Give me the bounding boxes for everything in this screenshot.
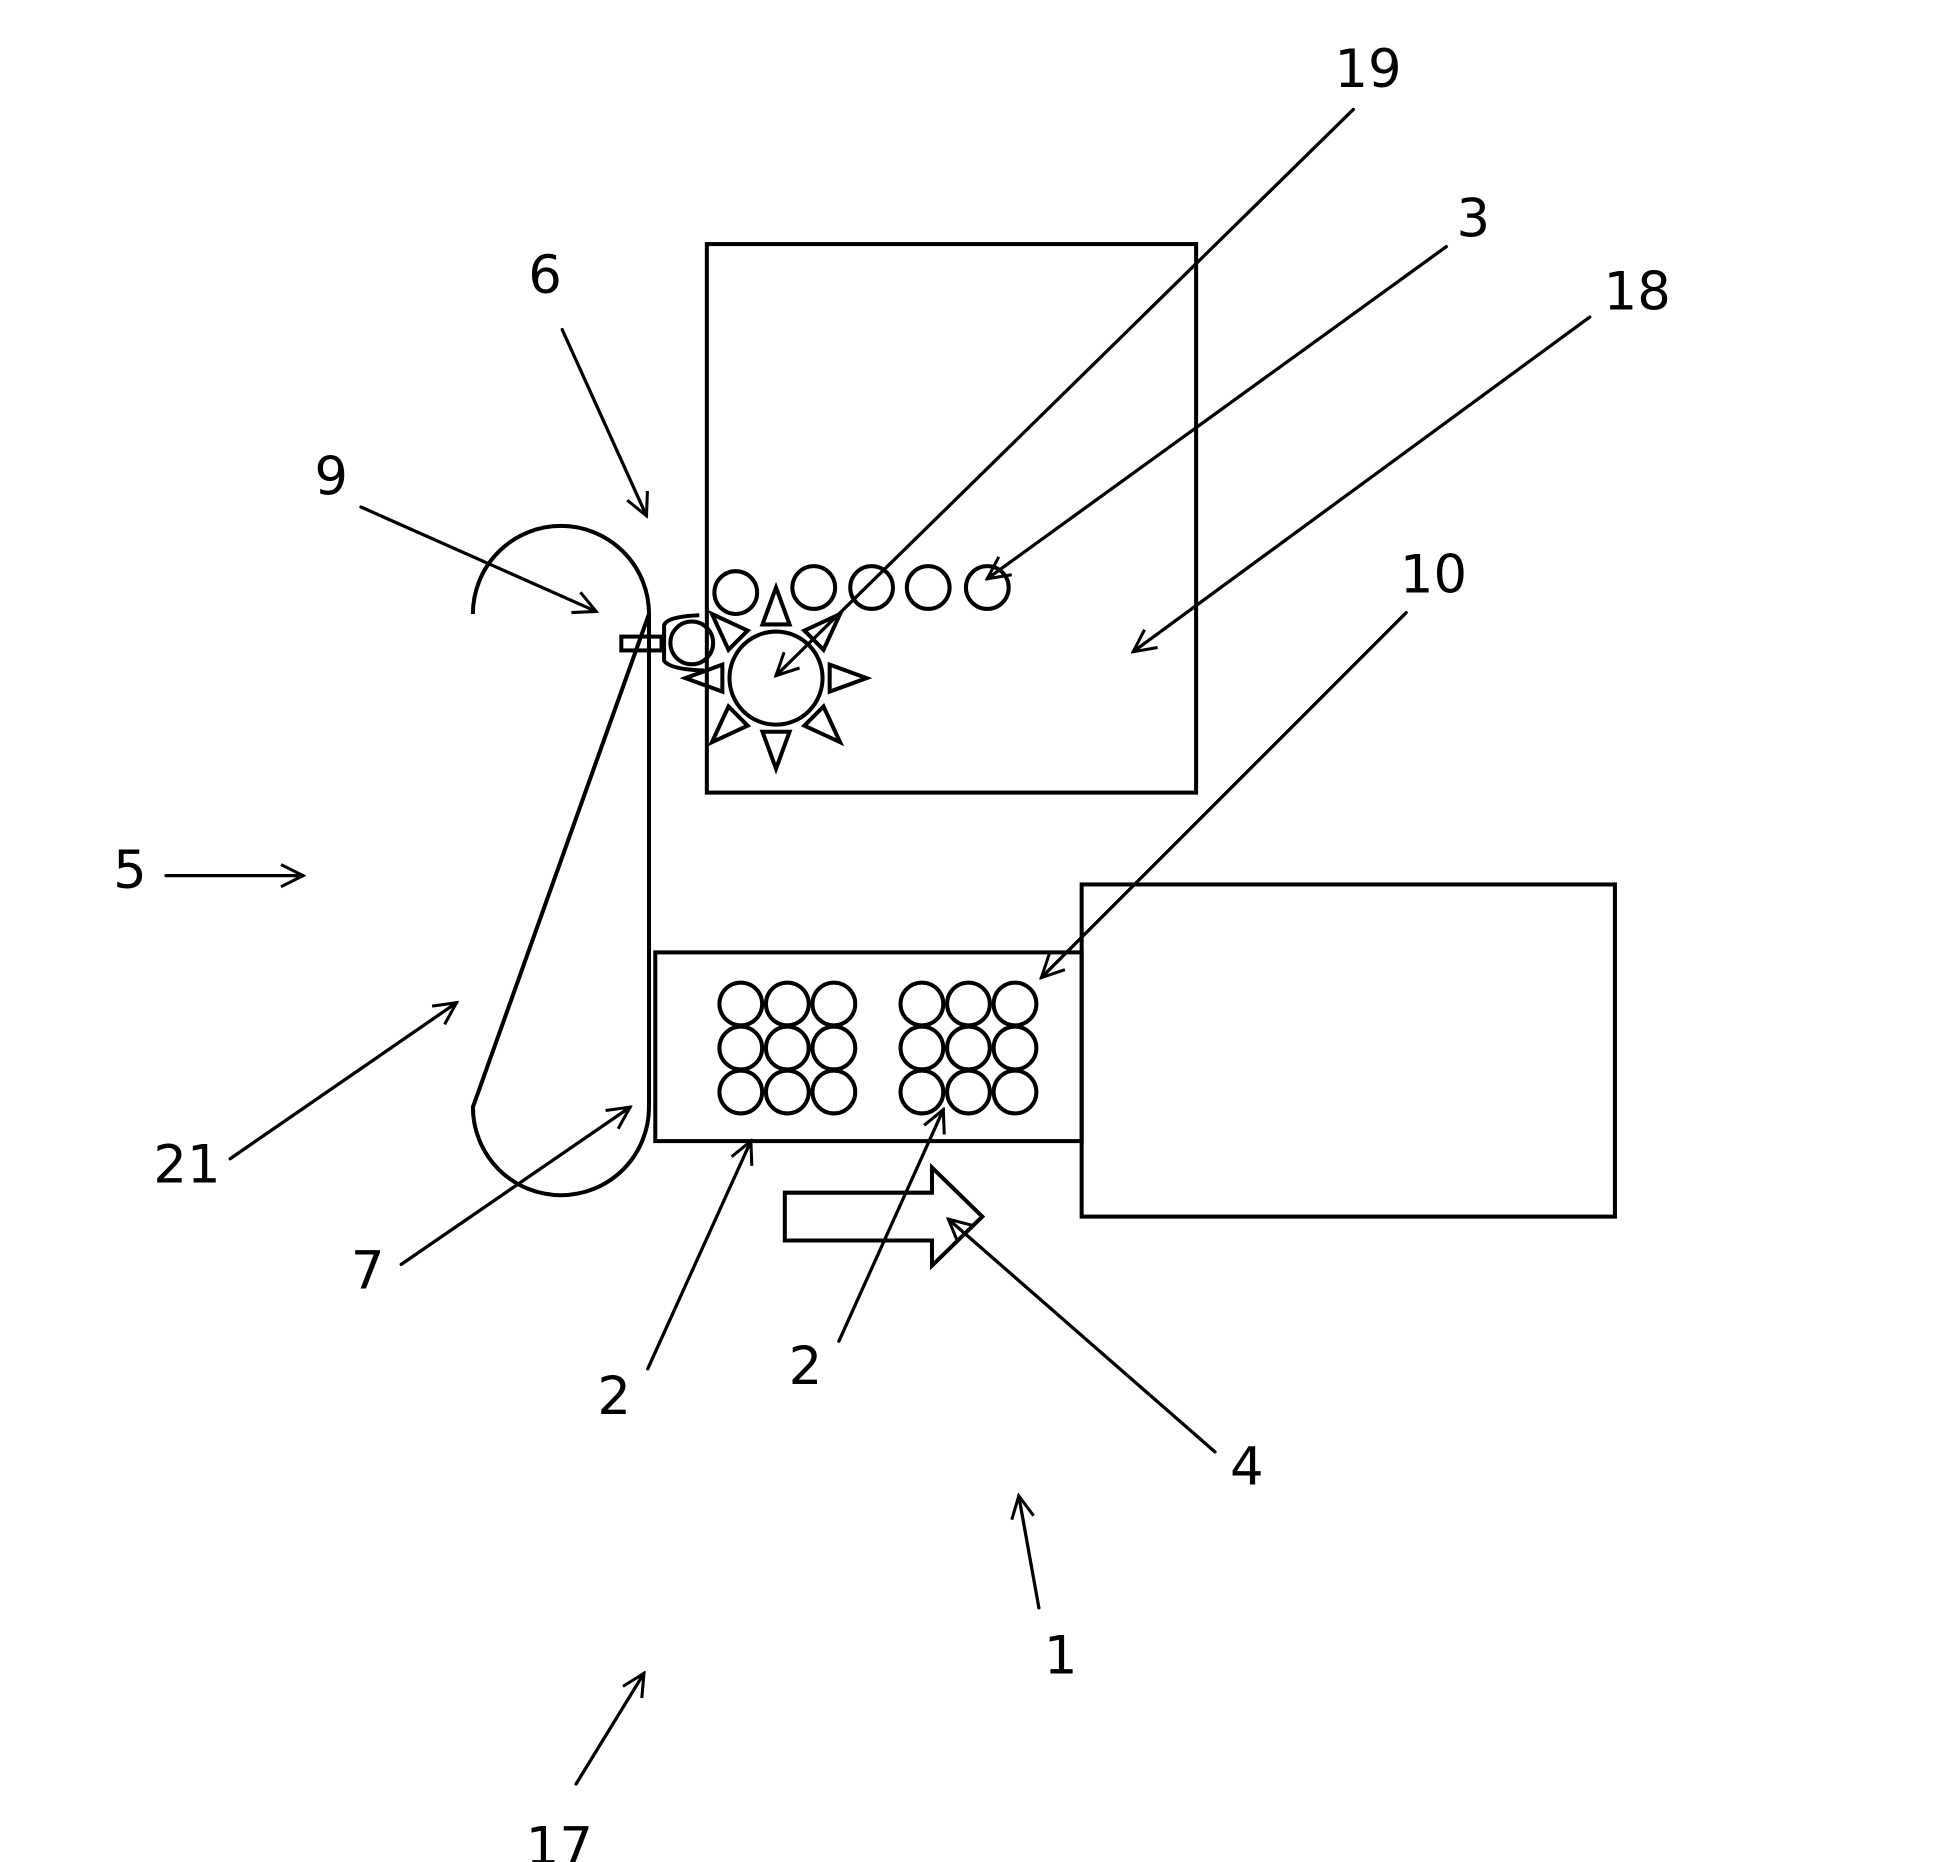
grid-item bbox=[945, 1068, 992, 1116]
round-item bbox=[790, 564, 838, 611]
round-item bbox=[904, 564, 952, 611]
label-7: 7 bbox=[351, 1240, 385, 1301]
leader-2a bbox=[646, 1141, 751, 1371]
item-grid-left bbox=[717, 980, 858, 1116]
leader-10 bbox=[1041, 611, 1408, 978]
gear-hub bbox=[727, 629, 825, 727]
grid-item bbox=[945, 980, 992, 1028]
outlet-housing bbox=[662, 613, 705, 673]
round-item bbox=[712, 569, 760, 616]
grid-item bbox=[991, 1024, 1039, 1072]
leader-4 bbox=[948, 1219, 1217, 1454]
outlet-item bbox=[668, 619, 716, 667]
grid-item bbox=[898, 980, 946, 1028]
grid-item bbox=[898, 1024, 946, 1072]
label-4: 4 bbox=[1230, 1437, 1264, 1498]
label-2b: 2 bbox=[789, 1336, 823, 1397]
gear-tooth bbox=[800, 703, 845, 747]
label-17: 17 bbox=[526, 1817, 593, 1862]
leader-6 bbox=[560, 327, 646, 516]
grid-item bbox=[717, 980, 765, 1028]
leader-9 bbox=[359, 505, 596, 611]
lower-box bbox=[653, 950, 1084, 1144]
leader-3 bbox=[987, 244, 1449, 579]
grid-item bbox=[991, 1068, 1039, 1116]
leader-19 bbox=[776, 107, 1355, 675]
grid-item bbox=[991, 980, 1039, 1028]
leader-17 bbox=[574, 1673, 644, 1786]
loop bbox=[470, 523, 652, 1198]
leader-21 bbox=[228, 1003, 456, 1161]
label-5: 5 bbox=[113, 840, 147, 901]
grid-item bbox=[717, 1024, 765, 1072]
grid-item bbox=[717, 1068, 765, 1116]
gear-tooth bbox=[759, 581, 793, 627]
label-2a: 2 bbox=[597, 1366, 631, 1427]
gear-tooth bbox=[707, 609, 752, 654]
round-item bbox=[963, 564, 1011, 611]
outlet-nozzle bbox=[619, 634, 664, 653]
direction-arrow bbox=[782, 1162, 986, 1271]
grid-item bbox=[763, 1068, 811, 1116]
gear-tooth bbox=[827, 661, 873, 695]
label-21: 21 bbox=[153, 1135, 220, 1196]
label-6: 6 bbox=[528, 245, 562, 306]
grid-item bbox=[810, 980, 858, 1028]
right-box bbox=[1079, 882, 1617, 1219]
leader-1 bbox=[1019, 1496, 1041, 1610]
round-item bbox=[848, 564, 896, 611]
grid-item bbox=[945, 1024, 992, 1072]
grid-item bbox=[763, 980, 811, 1028]
gear-wheel bbox=[679, 581, 873, 775]
label-19: 19 bbox=[1334, 39, 1401, 100]
gear-tooth bbox=[707, 703, 752, 747]
grid-item bbox=[810, 1024, 858, 1072]
gear-tooth bbox=[679, 661, 725, 695]
grid-item bbox=[763, 1024, 811, 1072]
item-grid-right bbox=[898, 980, 1039, 1116]
grid-item bbox=[810, 1068, 858, 1116]
label-3: 3 bbox=[1456, 189, 1490, 250]
label-9: 9 bbox=[314, 446, 348, 507]
leader-18 bbox=[1133, 315, 1592, 652]
label-18: 18 bbox=[1604, 261, 1671, 322]
label-10: 10 bbox=[1400, 545, 1467, 606]
leader-7 bbox=[399, 1107, 630, 1267]
leader-2b bbox=[837, 1110, 943, 1343]
upper-box bbox=[704, 242, 1199, 795]
label-1: 1 bbox=[1044, 1625, 1078, 1686]
grid-item bbox=[898, 1068, 946, 1116]
gear-tooth bbox=[759, 729, 793, 775]
